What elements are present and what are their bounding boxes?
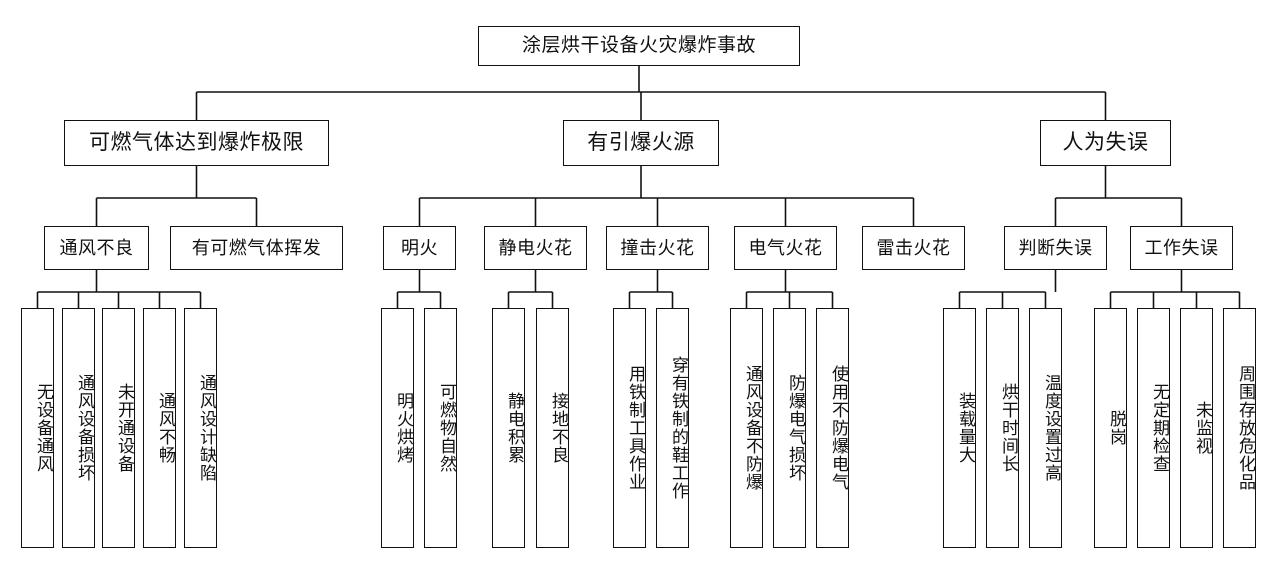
intermediate-event-node-l1-1: 有引爆火源	[563, 120, 719, 166]
intermediate-event-node-l2-0: 通风不良	[44, 226, 149, 270]
basic-event-node-19: 未监视	[1180, 308, 1213, 548]
basic-event-node-6: 可燃物自然	[424, 308, 457, 548]
basic-event-node-20: 周围存放危化品	[1223, 308, 1256, 548]
intermediate-event-node-l2-8: 工作失误	[1130, 226, 1233, 270]
basic-event-node-4: 通风设计缺陷	[184, 308, 217, 548]
basic-event-node-1: 通风设备损坏	[62, 308, 95, 548]
intermediate-event-node-l2-3: 静电火花	[484, 226, 587, 270]
intermediate-event-node-l2-5: 电气火花	[734, 226, 837, 270]
basic-event-node-16: 温度设置过高	[1029, 308, 1062, 548]
basic-event-node-18: 无定期检查	[1137, 308, 1170, 548]
basic-event-node-13: 使用不防爆电气	[816, 308, 849, 548]
intermediate-event-node-l2-1: 有可燃气体挥发	[170, 226, 343, 270]
intermediate-event-node-l1-0: 可燃气体达到爆炸极限	[64, 120, 329, 166]
intermediate-event-node-l1-2: 人为失误	[1040, 120, 1171, 166]
intermediate-event-node-l2-7: 判断失误	[1004, 226, 1107, 270]
basic-event-node-17: 脱岗	[1094, 308, 1127, 548]
basic-event-node-2: 未开通设备	[102, 308, 135, 548]
basic-event-node-11: 通风设备不防爆	[730, 308, 763, 548]
basic-event-node-8: 接地不良	[536, 308, 569, 548]
basic-event-node-5: 明火烘烤	[381, 308, 414, 548]
intermediate-event-node-l2-6: 雷击火花	[862, 226, 965, 270]
basic-event-node-9: 用铁制工具作业	[613, 308, 646, 548]
basic-event-node-7: 静电积累	[492, 308, 525, 548]
basic-event-node-3: 通风不畅	[143, 308, 176, 548]
basic-event-node-12: 防爆电气损坏	[773, 308, 806, 548]
basic-event-node-10: 穿有铁制的鞋工作	[656, 308, 689, 548]
basic-event-node-15: 烘干时间长	[986, 308, 1019, 548]
basic-event-node-14: 装载量大	[943, 308, 976, 548]
intermediate-event-node-l2-2: 明火	[383, 226, 456, 270]
top-event-node: 涂层烘干设备火灾爆炸事故	[478, 26, 800, 66]
intermediate-event-node-l2-4: 撞击火花	[606, 226, 709, 270]
basic-event-node-0: 无设备通风	[21, 308, 54, 548]
